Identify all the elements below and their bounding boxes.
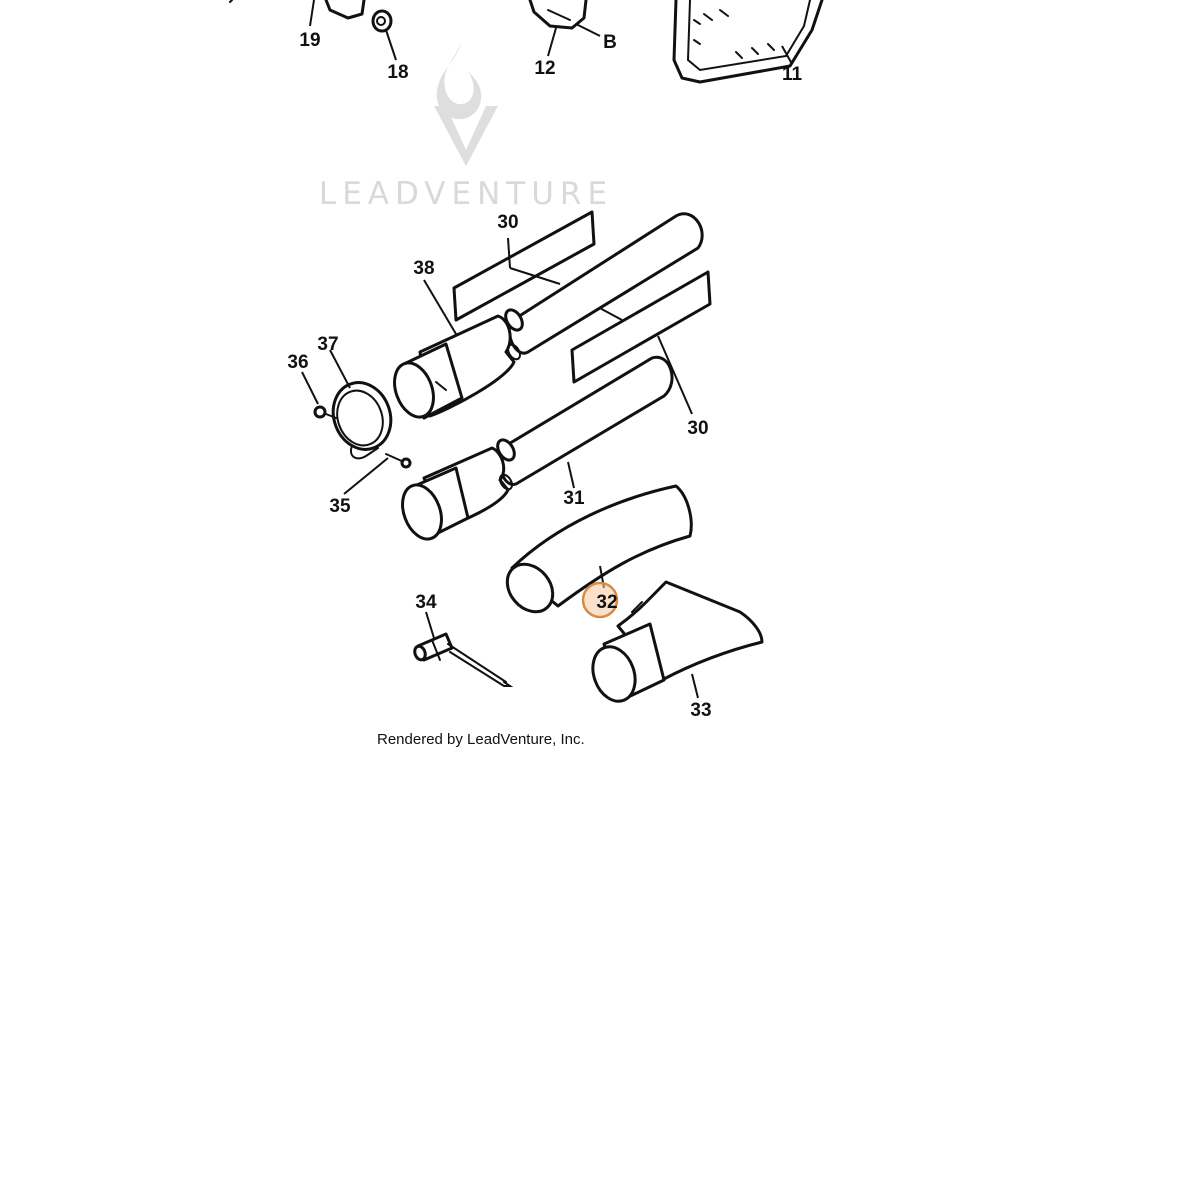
callout-12[interactable]: 12: [534, 58, 555, 79]
leader-31: [567, 461, 575, 489]
callout-19[interactable]: 19: [299, 30, 320, 51]
part-35-bolt: [343, 453, 412, 495]
leader-38: [423, 279, 457, 335]
part-11-cover: [672, 0, 824, 84]
callout-11[interactable]: 11: [782, 64, 803, 85]
leader-12: [547, 27, 557, 57]
callout-36[interactable]: 36: [287, 352, 308, 373]
part-30-label-upper: [452, 210, 596, 322]
leader-30-lower: [657, 335, 693, 415]
callout-30-upper[interactable]: 30: [497, 212, 518, 233]
leader-19: [309, 0, 315, 27]
part-37-clamp: [329, 349, 393, 460]
middle-nozzle-pipe: [401, 446, 513, 541]
leader-34: [425, 611, 435, 639]
leader-36: [301, 371, 319, 405]
leader-18: [385, 29, 397, 61]
leader-33: [691, 673, 699, 699]
callout-33[interactable]: 33: [690, 700, 711, 721]
callout-B[interactable]: B: [603, 32, 617, 53]
callout-38[interactable]: 38: [413, 258, 434, 279]
callout-35[interactable]: 35: [329, 496, 351, 517]
callout-32[interactable]: 32: [596, 592, 617, 613]
callout-labels: 19 18 12 B 11 30 38 37 36 30 35 31 32 34…: [287, 30, 802, 721]
callout-31[interactable]: 31: [563, 488, 585, 509]
part-32-curved-tube: [505, 484, 693, 614]
top-partial-assemblies: [229, 0, 824, 84]
callout-30-lower[interactable]: 30: [687, 418, 708, 439]
leader-B: [575, 23, 601, 37]
part-36-nut: [301, 371, 337, 419]
part-33-flat-nozzle: [591, 580, 764, 703]
part-18-bushing: [371, 9, 393, 33]
callout-37[interactable]: 37: [317, 334, 338, 355]
part-19-fragment: [324, 0, 366, 20]
highlighted-callout-marker[interactable]: [581, 581, 619, 619]
part-38-pipe: [393, 279, 521, 420]
part-34-wrench: [413, 611, 514, 687]
callout-18[interactable]: 18: [387, 62, 408, 83]
leader-11: [781, 45, 793, 65]
rendered-by-credit: Rendered by LeadVenture, Inc.: [377, 731, 585, 748]
leader-37: [329, 349, 351, 389]
leadventure-watermark: LEADVENTURE: [319, 42, 613, 212]
leader-30-upper: [509, 267, 561, 285]
watermark-brand-text: LEADVENTURE: [319, 176, 613, 212]
leader-35: [343, 457, 389, 495]
partial-label-fragment: [229, 0, 233, 3]
callout-34[interactable]: 34: [415, 592, 437, 613]
flame-v-logo-icon: [434, 42, 498, 166]
